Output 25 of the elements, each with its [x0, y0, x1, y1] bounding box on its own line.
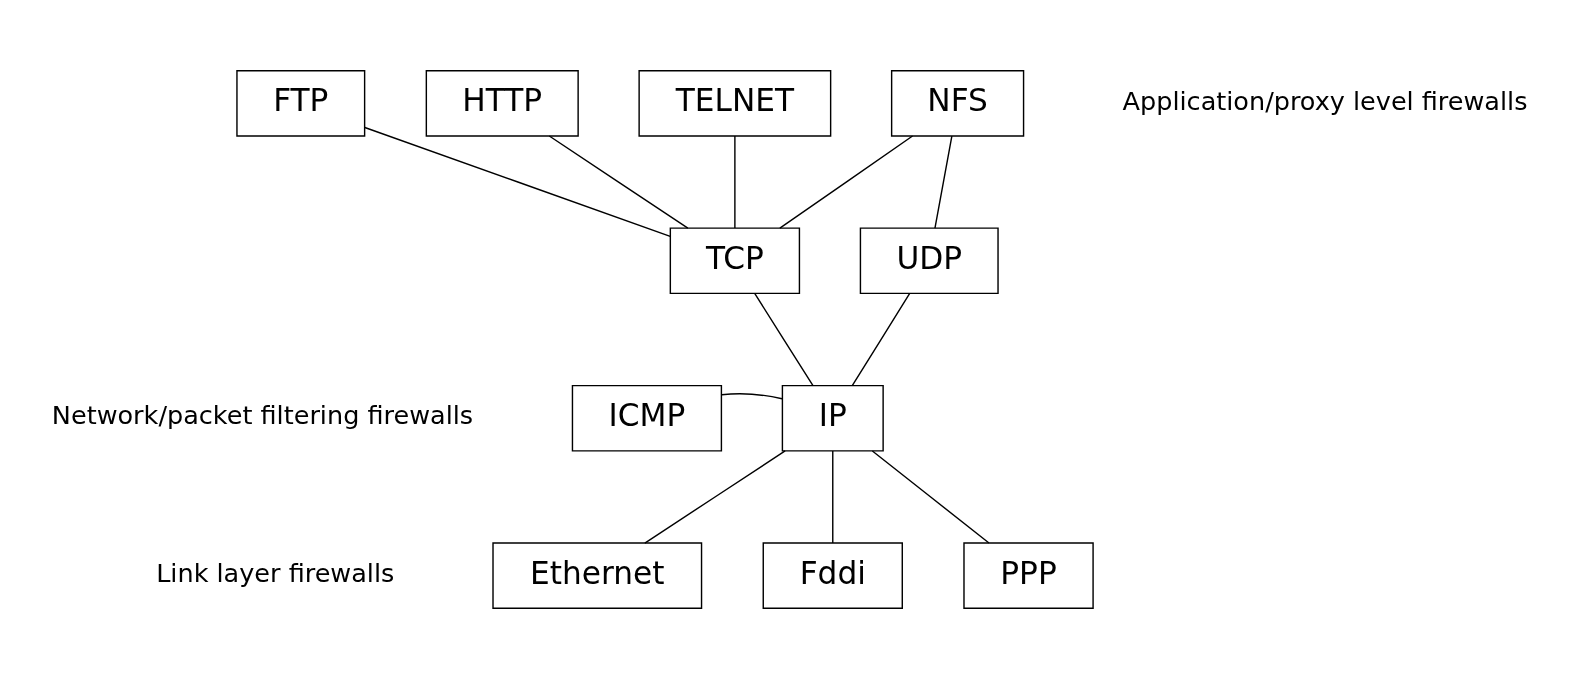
- node-box: Fddi: [762, 541, 903, 609]
- node-box: IP: [781, 384, 884, 452]
- node-box: UDP: [859, 226, 999, 294]
- connector: [832, 449, 834, 544]
- connector: [734, 134, 736, 229]
- node-box: TCP: [669, 226, 801, 294]
- node-box: FTP: [236, 69, 366, 137]
- connector: [364, 126, 671, 237]
- node-box: TELNET: [638, 69, 832, 137]
- label: Link layer firewalls: [156, 557, 395, 588]
- node-box: ICMP: [571, 384, 723, 452]
- label: Network/packet filtering firewalls: [51, 399, 474, 430]
- connector: [548, 134, 689, 229]
- connector: [934, 134, 953, 229]
- node-box: NFS: [890, 69, 1025, 137]
- node-box: HTTP: [425, 69, 579, 137]
- connector: [754, 292, 814, 386]
- connector: [851, 292, 911, 386]
- connector: [721, 392, 783, 399]
- label: Application/proxy level firewalls: [1122, 85, 1528, 116]
- connector: [871, 449, 990, 544]
- node-box: Ethernet: [492, 541, 703, 609]
- connector: [644, 449, 786, 544]
- connector: [779, 134, 914, 229]
- node-box: PPP: [963, 541, 1094, 609]
